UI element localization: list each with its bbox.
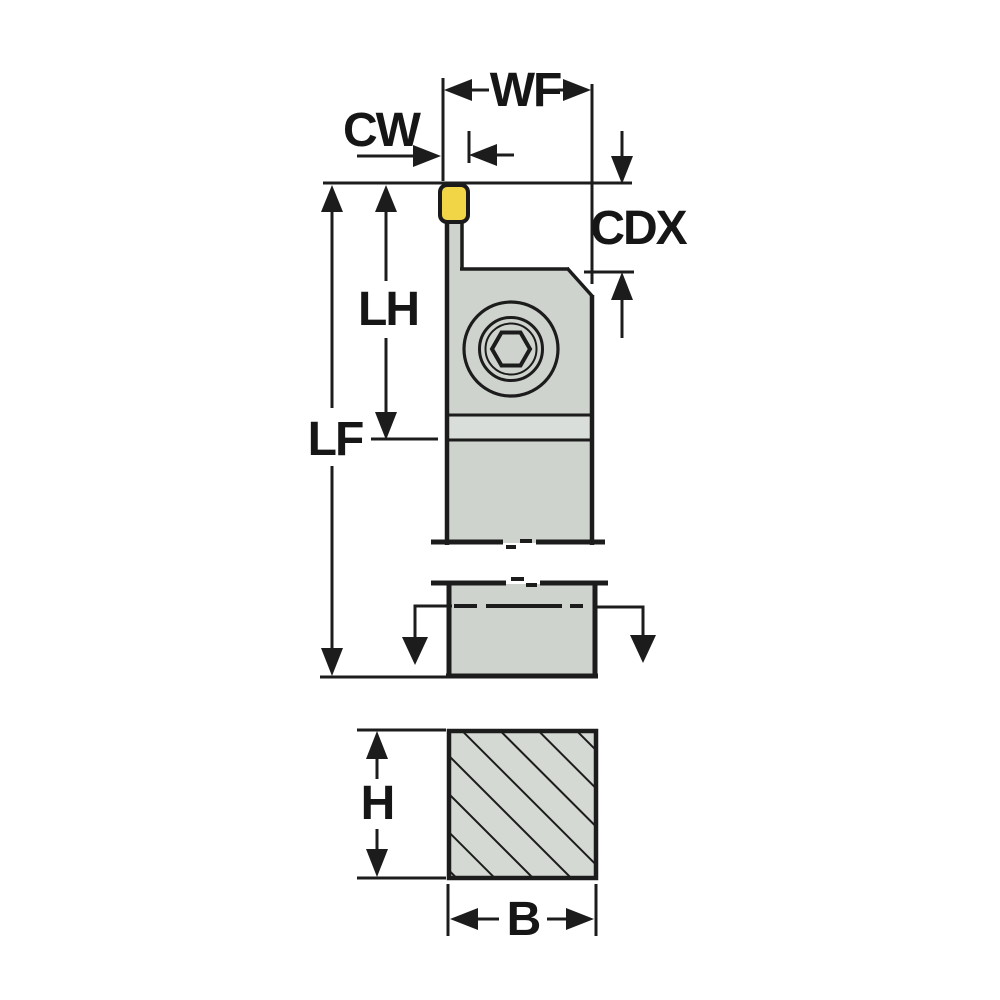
b-label: B <box>507 893 540 946</box>
left-reference-arrow <box>402 604 452 665</box>
dimension-lf: LF <box>308 185 452 679</box>
clamp-band <box>449 417 591 438</box>
head-chamfer-edge <box>565 266 595 299</box>
screw-mid-circle <box>478 316 544 382</box>
cross-section-view <box>446 728 599 881</box>
shank-body <box>449 584 595 676</box>
down-arrow-icon <box>375 412 397 440</box>
section-outline <box>446 728 599 881</box>
up-arrow-icon <box>366 731 388 759</box>
cw-label: CW <box>343 104 422 157</box>
wf-label: WF <box>490 64 561 117</box>
down-arrow-icon <box>366 849 388 877</box>
cdx-label: CDX <box>590 202 687 255</box>
left-arrow-icon <box>444 79 472 101</box>
dimension-b: B <box>446 884 598 946</box>
up-arrow-icon <box>321 185 343 212</box>
right-arrow-icon <box>563 79 591 101</box>
up-arrow-icon <box>611 272 633 300</box>
screw-inner-circle <box>484 322 538 376</box>
down-arrow-icon <box>611 156 633 184</box>
section-hatching <box>449 731 596 878</box>
down-arrow-icon <box>630 635 656 663</box>
h-label: H <box>361 777 394 830</box>
down-arrow-icon <box>402 637 428 665</box>
left-arrow-icon <box>469 144 497 166</box>
dimension-cdx: CDX <box>584 131 690 338</box>
cutting-insert <box>438 183 470 224</box>
right-reference-arrow <box>594 605 656 663</box>
dimension-lh: LH <box>358 185 438 441</box>
right-arrow-icon <box>566 908 594 930</box>
clamp-screw <box>462 300 560 398</box>
right-arrow-icon <box>413 145 441 167</box>
screw-hex-socket <box>489 330 533 368</box>
left-arrow-icon <box>450 908 478 930</box>
dimension-cw: CW <box>343 104 514 167</box>
lh-label: LH <box>358 283 418 336</box>
tool-side-view <box>431 183 605 549</box>
up-arrow-icon <box>375 185 397 212</box>
shank-lower-section <box>402 577 656 679</box>
upper-break-line <box>431 539 605 549</box>
down-arrow-icon <box>321 648 343 676</box>
lf-label: LF <box>308 413 363 466</box>
dimension-wf: WF <box>441 64 594 284</box>
holder-body <box>447 222 592 543</box>
screw-outer-circle <box>462 300 560 398</box>
dimension-h: H <box>357 728 446 880</box>
